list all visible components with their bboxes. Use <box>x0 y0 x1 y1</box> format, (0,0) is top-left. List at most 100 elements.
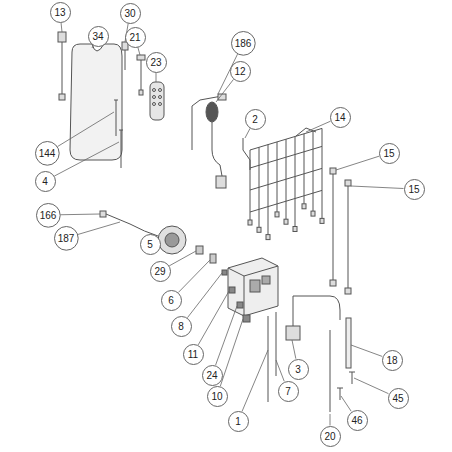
small-part <box>229 287 235 293</box>
callout-number: 186 <box>231 31 256 49</box>
callout-number: 34 <box>88 26 109 42</box>
callout-circle: 187 <box>54 226 79 251</box>
callout-circle: 46 <box>347 410 368 431</box>
small-part <box>196 246 203 254</box>
callout-ring <box>404 179 424 199</box>
callout-number: 7 <box>278 381 299 397</box>
callout-ring <box>379 143 399 163</box>
leader-line <box>216 306 237 365</box>
callout-circle: 3 <box>288 359 309 380</box>
callout-ring <box>245 109 265 129</box>
leader-line <box>336 156 379 170</box>
callout-ring <box>35 171 55 191</box>
leader-line <box>187 273 222 318</box>
leader-line <box>60 214 100 216</box>
harness-wire <box>322 128 323 218</box>
callout-circle: 15 <box>379 143 400 164</box>
callout-number: 144 <box>35 141 60 159</box>
callout-ring <box>88 26 108 46</box>
harness-wire <box>277 142 278 212</box>
harness-plug <box>293 227 297 232</box>
motor-cable <box>100 211 158 236</box>
callout-ring <box>125 27 145 47</box>
callout-ring <box>330 107 350 127</box>
wire-harness <box>248 128 324 240</box>
callout-ring <box>140 234 160 254</box>
callout-circle: 5 <box>140 234 161 255</box>
callout-number: 15 <box>379 143 400 159</box>
harness-plug <box>302 204 306 209</box>
callout-number: 45 <box>388 388 409 404</box>
wire-part <box>268 316 269 402</box>
harness-wire <box>250 168 322 190</box>
callout-circle: 166 <box>36 203 61 228</box>
callout-number: 1 <box>228 411 249 427</box>
leader-line <box>92 45 93 48</box>
callout-number: 14 <box>330 107 351 123</box>
leader-line <box>351 345 382 356</box>
leader-line <box>242 350 268 411</box>
callout-circle: 2 <box>245 109 266 130</box>
callout-ring <box>150 261 170 281</box>
callout-number: 13 <box>50 2 71 18</box>
harness-plug <box>284 219 288 224</box>
callout-circle: 8 <box>171 316 192 337</box>
seat-pad <box>70 44 122 160</box>
leader-line <box>178 260 210 292</box>
harness-wire <box>268 145 269 235</box>
callout-ring <box>202 365 222 385</box>
callout-ring <box>320 426 340 446</box>
callout-circle: 6 <box>161 290 182 311</box>
leader-line <box>354 378 388 394</box>
harness-wire <box>295 137 296 227</box>
small-part <box>210 254 216 263</box>
harness-wire <box>250 150 251 220</box>
leader-line <box>245 128 250 138</box>
leader-line <box>61 23 63 32</box>
callout-circle: 186 <box>231 31 256 56</box>
leader-line <box>198 291 229 345</box>
callout-ring <box>347 410 367 430</box>
wire-part <box>114 100 118 136</box>
harness-plug <box>275 212 279 217</box>
callout-number: 6 <box>161 290 182 306</box>
wire-part <box>137 55 145 95</box>
callout-ring <box>183 344 203 364</box>
callout-number: 30 <box>120 3 141 19</box>
callout-number: 8 <box>171 316 192 332</box>
callout-ring <box>231 31 255 55</box>
power-cable <box>192 94 226 188</box>
callout-circle: 12 <box>230 61 251 82</box>
callout-circle: 4 <box>35 171 56 192</box>
callout-ring <box>207 386 227 406</box>
harness-plug <box>248 220 252 225</box>
callout-circle: 13 <box>50 2 71 23</box>
rod-part <box>346 318 351 368</box>
callout-ring <box>288 359 308 379</box>
small-part <box>243 315 250 322</box>
wire-part <box>243 138 250 170</box>
callout-circle: 15 <box>404 179 425 200</box>
small-part <box>222 270 227 275</box>
control-box <box>228 258 278 316</box>
callout-ring <box>50 3 70 23</box>
callout-number: 20 <box>320 426 341 442</box>
callout-ring <box>161 290 181 310</box>
callout-ring <box>146 52 166 72</box>
leader-line <box>58 112 114 147</box>
callout-ring <box>388 388 408 408</box>
leader-line <box>169 251 196 266</box>
wire-part <box>330 330 331 412</box>
callout-number: 4 <box>35 171 56 187</box>
small-part <box>237 302 243 308</box>
harness-plug <box>266 235 270 240</box>
callout-ring <box>36 203 60 227</box>
leader-line <box>330 414 331 426</box>
leader-line <box>292 340 296 359</box>
callout-number: 5 <box>140 234 161 250</box>
callout-number: 29 <box>150 261 171 277</box>
callout-circle: 45 <box>388 388 409 409</box>
harness-plug <box>257 227 261 232</box>
harness-wire <box>250 128 322 150</box>
